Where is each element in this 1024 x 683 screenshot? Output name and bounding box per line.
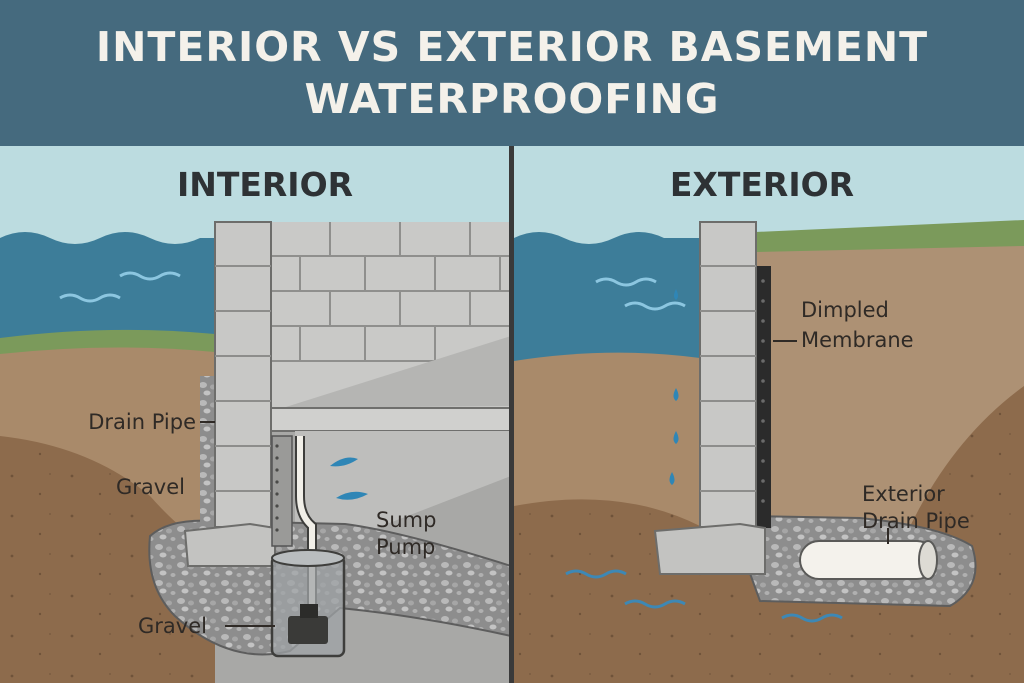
label-drain-line1: Exterior — [862, 482, 945, 506]
sump-basin-rim — [271, 549, 345, 567]
exterior-foundation-wall — [653, 221, 766, 575]
title-banner: INTERIOR VS EXTERIOR BASEMENT WATERPROOF… — [0, 0, 1024, 146]
label-drain-line2: Drain Pipe — [862, 509, 970, 533]
water-drop — [669, 472, 675, 485]
wave-mark — [59, 293, 121, 303]
panel-divider — [509, 146, 514, 683]
water-splash-2 — [336, 491, 368, 500]
water-drop — [674, 289, 678, 300]
interior-foundation-wall — [183, 221, 276, 567]
label-membrane-line1: Dimpled — [801, 298, 889, 322]
interior-drain-channel — [271, 435, 293, 547]
drain-perforations — [275, 444, 279, 532]
label-sump-line2: Pump — [376, 535, 435, 559]
label-gravel-upper: Gravel — [116, 475, 185, 499]
interior-water — [0, 232, 220, 346]
wave-mark — [595, 277, 657, 287]
exterior-water — [514, 232, 700, 366]
water-drop — [673, 431, 679, 444]
exterior-heading: EXTERIOR — [670, 165, 854, 204]
interior-gravel-column — [200, 376, 215, 541]
interior-heading: INTERIOR — [177, 165, 353, 204]
diagram-scene: INTERIOR Drain Pipe Gravel Sump Pump Gra… — [0, 146, 1024, 683]
exterior-drain-pipe — [799, 540, 937, 580]
membrane-dimples — [761, 279, 765, 503]
wave-mark — [624, 301, 686, 311]
page-title: INTERIOR VS EXTERIOR BASEMENT WATERPROOF… — [95, 23, 929, 123]
sump-discharge-pipe — [297, 436, 315, 616]
sump-pump-body — [288, 616, 328, 644]
exterior-panel: EXTERIOR Dimpled Membrane Exterior Drain… — [514, 146, 1024, 683]
label-gravel-lower: Gravel — [138, 614, 207, 638]
exterior-drain-pipe-end — [918, 540, 938, 580]
wave-mark — [565, 569, 627, 579]
water-drop — [673, 388, 679, 401]
label-sump-line1: Sump — [376, 508, 436, 532]
sump-pump-motor — [300, 604, 318, 618]
wave-mark — [624, 599, 686, 609]
floor-slab-edge — [269, 407, 512, 432]
floor-slab-top — [270, 336, 511, 412]
wave-mark — [781, 613, 843, 623]
label-membrane-line2: Membrane — [801, 328, 914, 352]
label-drain-pipe: Drain Pipe — [88, 410, 196, 434]
wave-mark — [119, 271, 181, 281]
interior-panel: INTERIOR Drain Pipe Gravel Sump Pump Gra… — [0, 146, 512, 683]
water-splash-1 — [330, 457, 358, 467]
interior-soil-lower — [0, 436, 215, 683]
dimpled-membrane — [755, 266, 771, 528]
